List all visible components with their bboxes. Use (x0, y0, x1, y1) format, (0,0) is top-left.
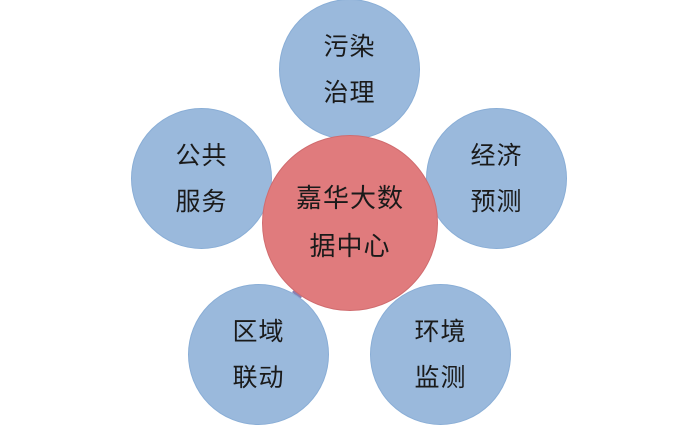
node-pollution-control: 污染 治理 (279, 0, 420, 140)
node-label: 经济 预测 (470, 133, 522, 225)
node-label-line1: 经济 (470, 140, 523, 170)
node-label: 区域 联动 (232, 309, 284, 401)
center-label-line2: 据中心 (309, 232, 391, 262)
node-label-line2: 治理 (323, 77, 376, 107)
node-label: 公共 服务 (175, 133, 227, 225)
center-label: 嘉华大数 据中心 (296, 175, 404, 271)
node-public-service: 公共 服务 (131, 108, 272, 249)
node-label-line1: 污染 (323, 31, 376, 61)
node-label-line1: 区域 (232, 316, 285, 346)
node-label-line1: 公共 (175, 140, 228, 170)
node-label-line2: 预测 (470, 186, 523, 216)
node-label: 环境 监测 (414, 309, 466, 401)
node-environment-monitoring: 环境 监测 (370, 284, 511, 425)
center-label-line1: 嘉华大数 (295, 184, 404, 214)
node-label-line2: 服务 (175, 186, 228, 216)
node-big-data-center: 嘉华大数 据中心 (262, 135, 438, 311)
node-regional-linkage: 区域 联动 (188, 284, 329, 425)
node-label-line2: 联动 (232, 362, 285, 392)
node-label-line2: 监测 (414, 362, 467, 392)
node-label: 污染 治理 (323, 24, 375, 116)
node-label-line1: 环境 (414, 316, 467, 346)
node-economic-forecast: 经济 预测 (426, 108, 567, 249)
